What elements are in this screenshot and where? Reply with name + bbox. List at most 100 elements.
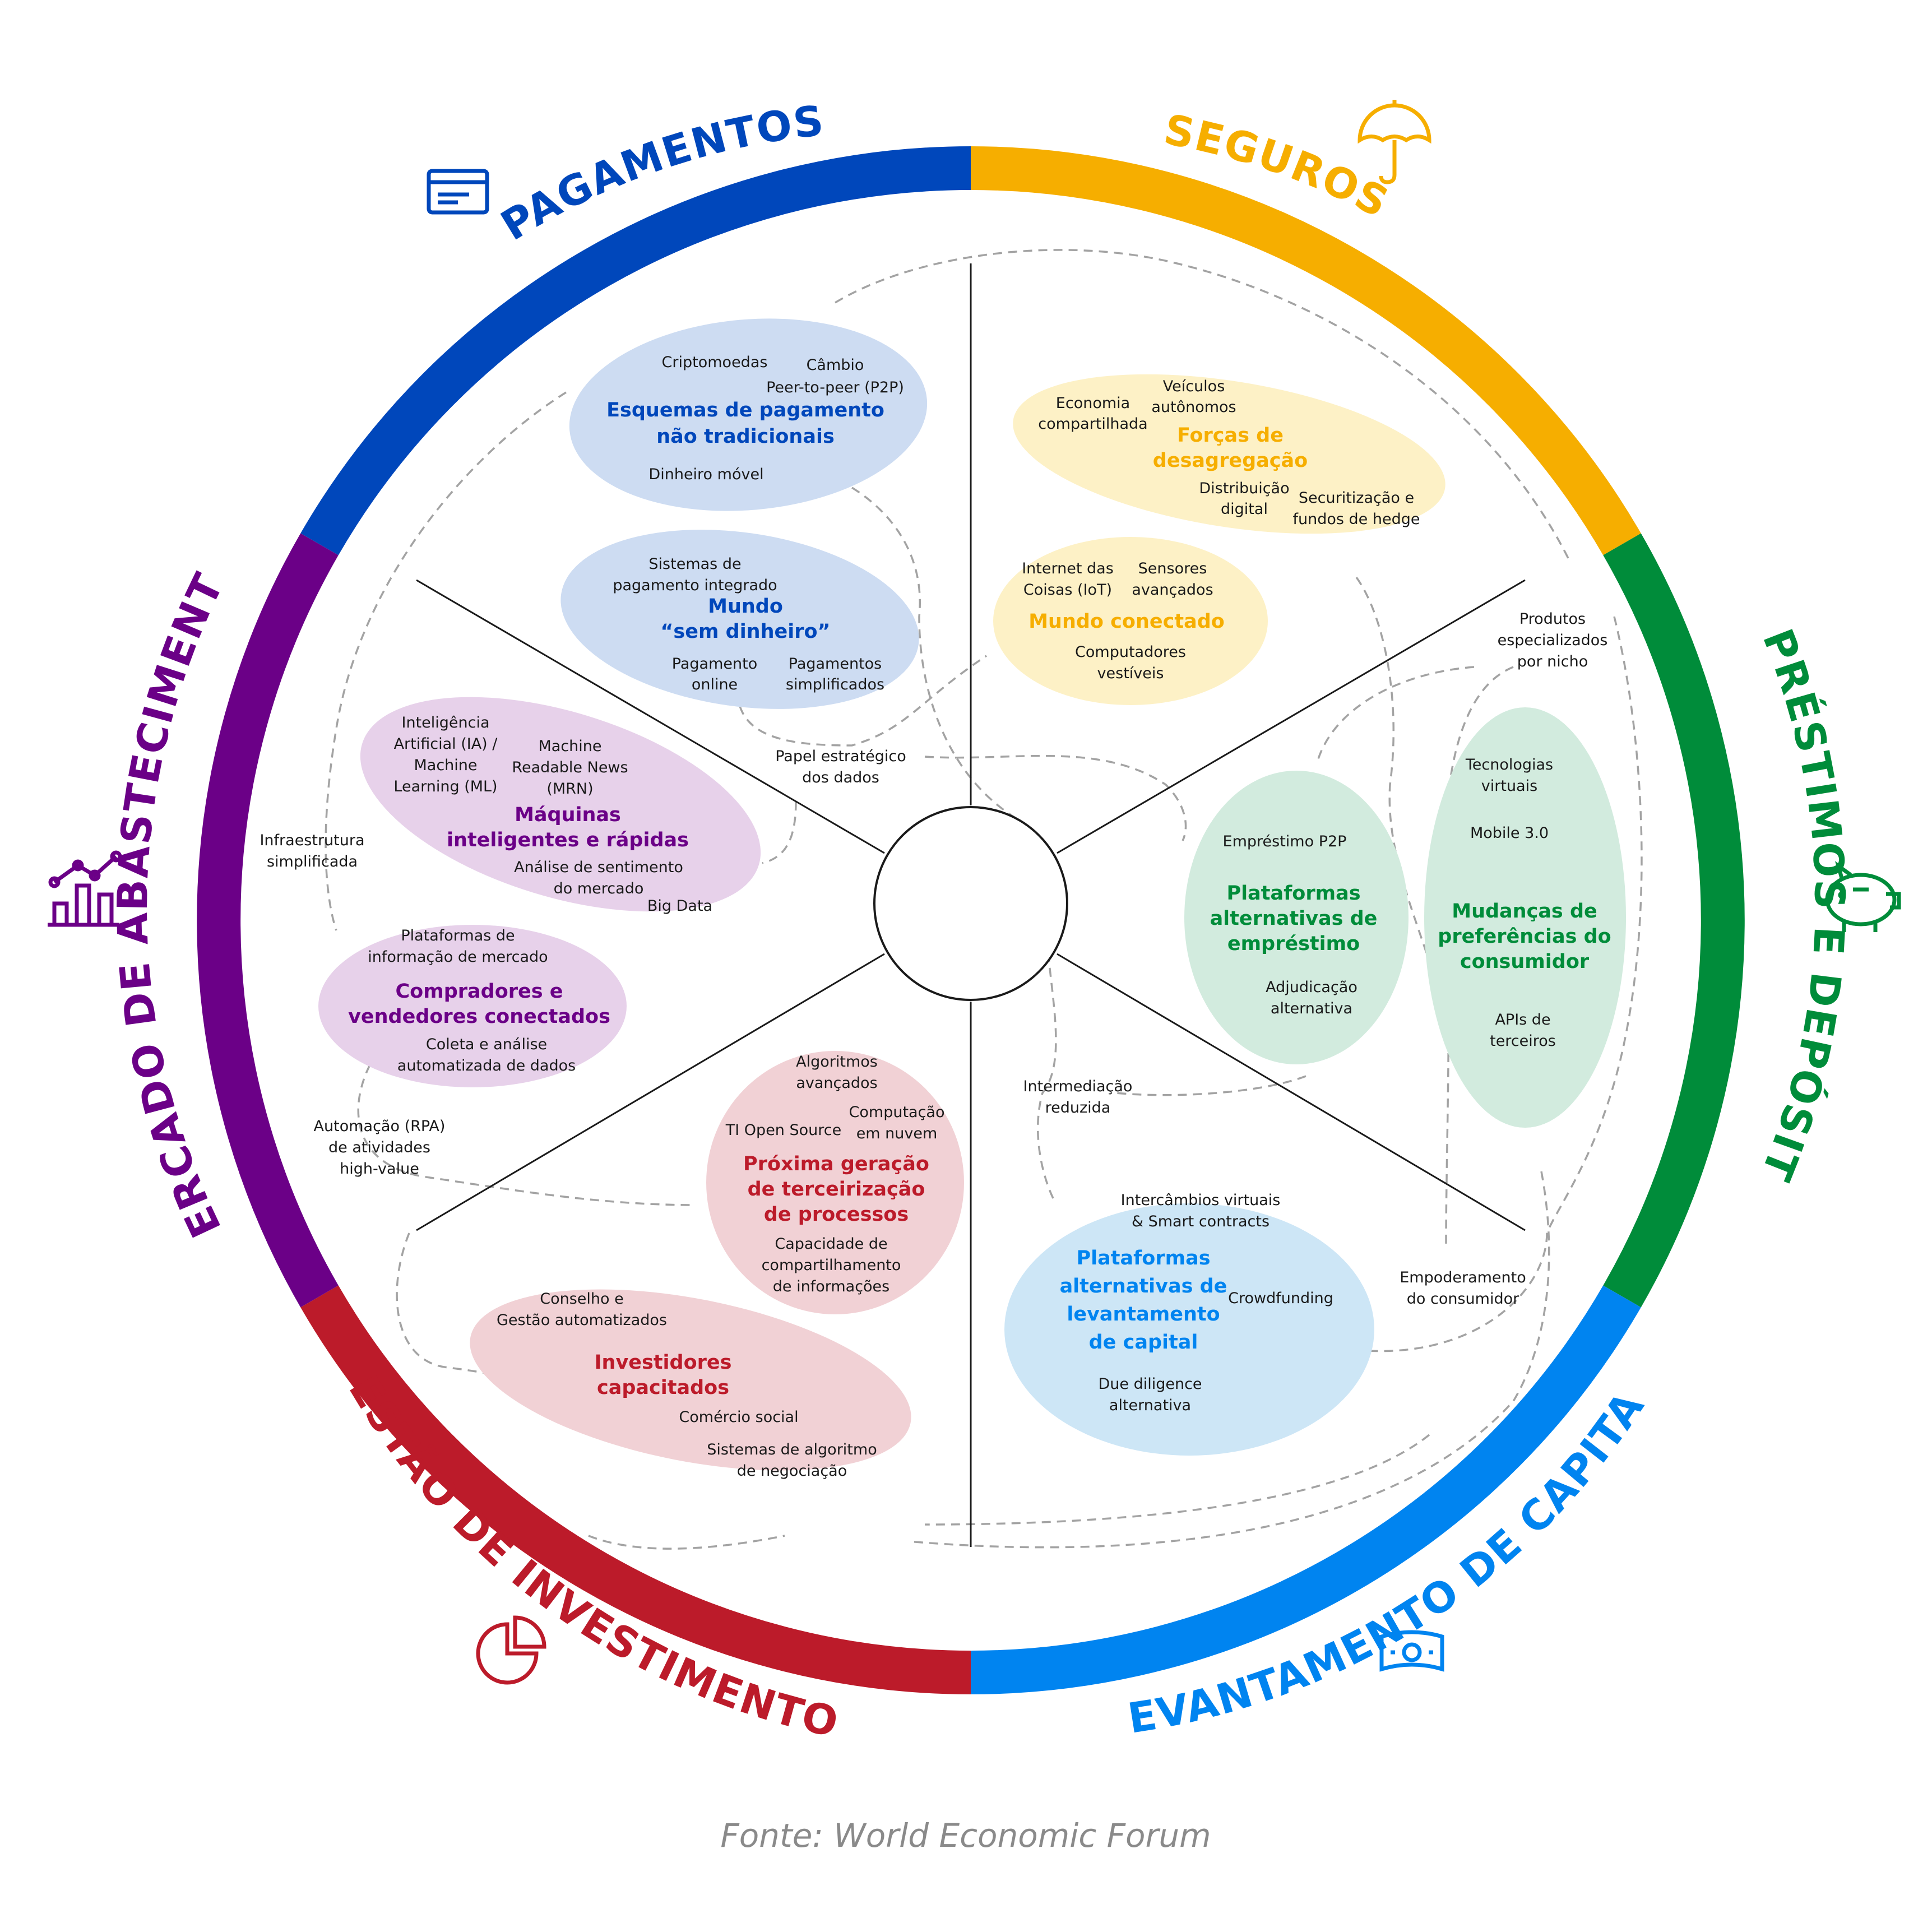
cluster-title-investidores: Investidores bbox=[595, 1351, 732, 1374]
bar-chart-icon bbox=[48, 850, 122, 927]
ring-label-levantamento: LEVANTAMENTO DE CAPITAL bbox=[0, 0, 1653, 1743]
item-iot: Internet das bbox=[1022, 560, 1114, 577]
ring-segment-investimentos bbox=[300, 1285, 971, 1694]
cluster-title-mundo-conectado: Mundo conectado bbox=[1028, 610, 1225, 633]
ellipse-investidores bbox=[470, 1289, 911, 1471]
item-apis: APIs de bbox=[1495, 1011, 1550, 1028]
item-bigdata: Big Data bbox=[647, 897, 712, 915]
item-due-diligence: alternativa bbox=[1109, 1397, 1191, 1414]
item-criptomoedas: Criptomoedas bbox=[662, 354, 768, 371]
ellipse-mundo-conectado bbox=[993, 537, 1268, 705]
item-coleta: Coleta e análise bbox=[426, 1036, 547, 1053]
cluster-compradores: Plataformas de informação de mercado Com… bbox=[348, 927, 610, 1074]
item-sistemas-algoritmo: Sistemas de algoritmo bbox=[707, 1441, 877, 1458]
item-capacidade: compartilhamento bbox=[762, 1257, 901, 1274]
ellipse-levantamento bbox=[1004, 1203, 1374, 1456]
label-infraestrutura: simplificada bbox=[267, 853, 358, 870]
divider-line bbox=[416, 953, 885, 1231]
item-computacao: em nuvem bbox=[856, 1125, 938, 1142]
item-sistemas-algoritmo: de negociação bbox=[737, 1462, 847, 1480]
source-caption: Fonte: World Economic Forum bbox=[720, 1817, 1211, 1855]
item-capacidade: de informações bbox=[773, 1278, 890, 1295]
item-pagamento-online: online bbox=[692, 676, 738, 693]
item-due-diligence: Due diligence bbox=[1098, 1375, 1202, 1393]
cluster-title-terceirizacao: de terceirização bbox=[748, 1178, 925, 1201]
item-veiculos: autônomos bbox=[1151, 399, 1236, 416]
cluster-title-forcas: desagregação bbox=[1153, 450, 1308, 472]
divider-line bbox=[416, 579, 885, 854]
item-plataformas-info: Plataformas de bbox=[401, 927, 515, 944]
label-automacao: high-value bbox=[340, 1160, 419, 1178]
cluster-title-maquinas: inteligentes e rápidas bbox=[447, 829, 689, 851]
item-veiculos: Veículos bbox=[1163, 378, 1225, 395]
cluster-title-terceirizacao: Próxima geração bbox=[743, 1153, 929, 1175]
ellipse-mudancas bbox=[1424, 707, 1626, 1128]
item-economia: Economia bbox=[1056, 395, 1130, 412]
item-pagamento-online: Pagamento bbox=[672, 655, 757, 673]
cluster-title-investidores: capacitados bbox=[597, 1377, 729, 1399]
cluster-title-levantamento: de capital bbox=[1089, 1331, 1198, 1354]
label-empoderamento: do consumidor bbox=[1407, 1290, 1519, 1308]
cluster-title-emprestimo: Plataformas bbox=[1226, 882, 1360, 905]
ellipse-maquinas bbox=[360, 697, 761, 912]
item-sensores: Sensores bbox=[1138, 560, 1207, 577]
cluster-title-levantamento: levantamento bbox=[1067, 1303, 1220, 1326]
item-mrn: (MRN) bbox=[546, 780, 593, 798]
cluster-title-emprestimo: alternativas de bbox=[1210, 907, 1378, 930]
item-plataformas-info: informação de mercado bbox=[368, 948, 548, 966]
item-sistemas: Sistemas de bbox=[648, 555, 741, 573]
item-emprestimo-p2p: Empréstimo P2P bbox=[1223, 833, 1347, 850]
ellipse-forcas bbox=[1013, 374, 1445, 534]
divider-line bbox=[1057, 579, 1526, 854]
money-bill-icon bbox=[1379, 1630, 1444, 1672]
item-pagamentos-simplificados: Pagamentos bbox=[789, 655, 882, 673]
item-tecnologias: Tecnologias bbox=[1465, 756, 1553, 773]
ring-segment-emprestimos bbox=[1603, 533, 1745, 1308]
label-empoderamento: Empoderamento bbox=[1400, 1269, 1526, 1286]
label-produtos-nicho: Produtos bbox=[1519, 610, 1586, 628]
item-crowdfunding: Crowdfunding bbox=[1228, 1290, 1333, 1307]
cluster-title-mudancas: consumidor bbox=[1460, 951, 1590, 973]
item-ia: Machine bbox=[414, 757, 477, 774]
item-p2p: Peer-to-peer (P2P) bbox=[766, 379, 904, 396]
cluster-investidores: Conselho e Gestão automatizados Investid… bbox=[497, 1290, 877, 1480]
item-mobile: Mobile 3.0 bbox=[1470, 824, 1549, 842]
item-adjudicacao: Adjudicação bbox=[1266, 979, 1358, 996]
cluster-forcas: Economia compartilhada Veículos autônomo… bbox=[1038, 378, 1420, 528]
piggy-bank-icon bbox=[1825, 861, 1901, 932]
label-produtos-nicho: por nicho bbox=[1517, 653, 1588, 670]
item-conselho: Conselho e bbox=[540, 1290, 624, 1308]
credit-card-icon bbox=[427, 169, 489, 215]
item-mrn: Readable News bbox=[512, 759, 628, 776]
label-intermediacao: reduzida bbox=[1045, 1099, 1111, 1116]
item-vestiveis: vestíveis bbox=[1097, 665, 1164, 682]
cluster-title-compradores: vendedores conectados bbox=[348, 1006, 610, 1028]
item-dinheiro-movel: Dinheiro móvel bbox=[648, 466, 763, 483]
label-papel-estrategico: dos dados bbox=[802, 769, 879, 786]
cluster-title-mundo-sem-dinheiro: Mundo bbox=[708, 595, 783, 618]
cluster-title-mundo-sem-dinheiro: “sem dinheiro” bbox=[660, 620, 830, 643]
dashed-connectors bbox=[325, 249, 1643, 1550]
item-securitizacao: Securitização e bbox=[1299, 489, 1414, 507]
cluster-ellipses bbox=[318, 318, 1626, 1471]
item-algoritmos: avançados bbox=[796, 1074, 877, 1092]
cluster-title-esquemas: Esquemas de pagamento bbox=[606, 399, 884, 421]
cluster-title-levantamento: Plataformas bbox=[1076, 1247, 1210, 1270]
label-infraestrutura: Infraestrutura bbox=[260, 832, 364, 849]
outer-ring bbox=[197, 146, 1745, 1694]
ring-segment-abastecimento bbox=[197, 533, 339, 1308]
cluster-title-terceirizacao: de processos bbox=[764, 1203, 909, 1226]
cluster-title-esquemas: não tradicionais bbox=[656, 425, 835, 448]
ellipse-terceirizacao bbox=[706, 1051, 964, 1314]
item-distribuicao: digital bbox=[1221, 501, 1268, 518]
item-sistemas: pagamento integrado bbox=[613, 577, 777, 594]
item-tecnologias: virtuais bbox=[1481, 777, 1537, 795]
label-automacao: Automação (RPA) bbox=[314, 1118, 446, 1135]
item-securitizacao: fundos de hedge bbox=[1293, 511, 1420, 528]
cluster-title-emprestimo: empréstimo bbox=[1227, 933, 1360, 955]
item-intercambios: & Smart contracts bbox=[1132, 1213, 1270, 1230]
item-opensource: TI Open Source bbox=[725, 1122, 841, 1139]
item-intercambios: Intercâmbios virtuais bbox=[1121, 1192, 1281, 1209]
umbrella-icon bbox=[1358, 100, 1431, 184]
cluster-mundo-sem-dinheiro: Sistemas de pagamento integrado Mundo “s… bbox=[613, 555, 884, 693]
